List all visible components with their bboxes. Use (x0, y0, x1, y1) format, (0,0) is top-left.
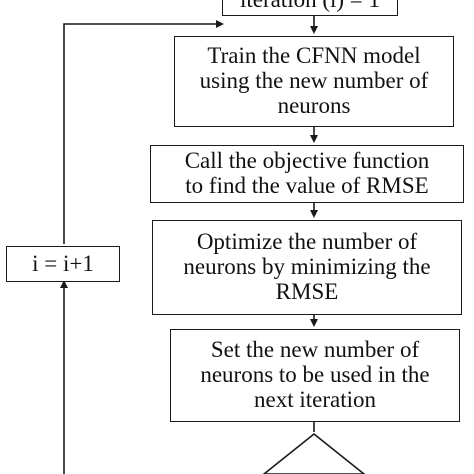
set-neurons-box: Set the new number of neurons to be used… (170, 329, 460, 422)
increment-counter-text: i = i+1 (32, 250, 94, 276)
set-neurons-line-2: neurons to be used in the (200, 362, 430, 388)
optimize-neurons-box: Optimize the number of neurons by minimi… (152, 220, 462, 315)
objective-function-box: Call the objective function to find the … (150, 145, 464, 203)
set-neurons-line-3: next iteration (253, 386, 376, 412)
optimize-neurons-line-1: Optimize the number of (196, 229, 418, 255)
increment-counter-box: i = i+1 (6, 246, 120, 282)
loop-line-return (63, 20, 224, 244)
decision-diamond (262, 432, 366, 474)
optimize-neurons-line-2: neurons by minimizing the (183, 254, 431, 280)
objective-function-line-2: to find the value of RMSE (185, 173, 429, 198)
set-neurons-line-1: Set the new number of (210, 337, 420, 363)
iteration-init-box: iteration (i) = 1 (222, 0, 398, 16)
objective-function-line-1: Call the objective function (184, 148, 430, 174)
train-model-line-2: using the new number of (199, 68, 429, 94)
iteration-init-text: iteration (i) = 1 (240, 0, 380, 13)
optimize-neurons-line-3: RMSE (275, 278, 339, 304)
train-model-line-1: Train the CFNN model (207, 43, 421, 69)
train-model-line-3: neurons (277, 92, 351, 118)
train-model-box: Train the CFNN model using the new numbe… (174, 36, 454, 127)
